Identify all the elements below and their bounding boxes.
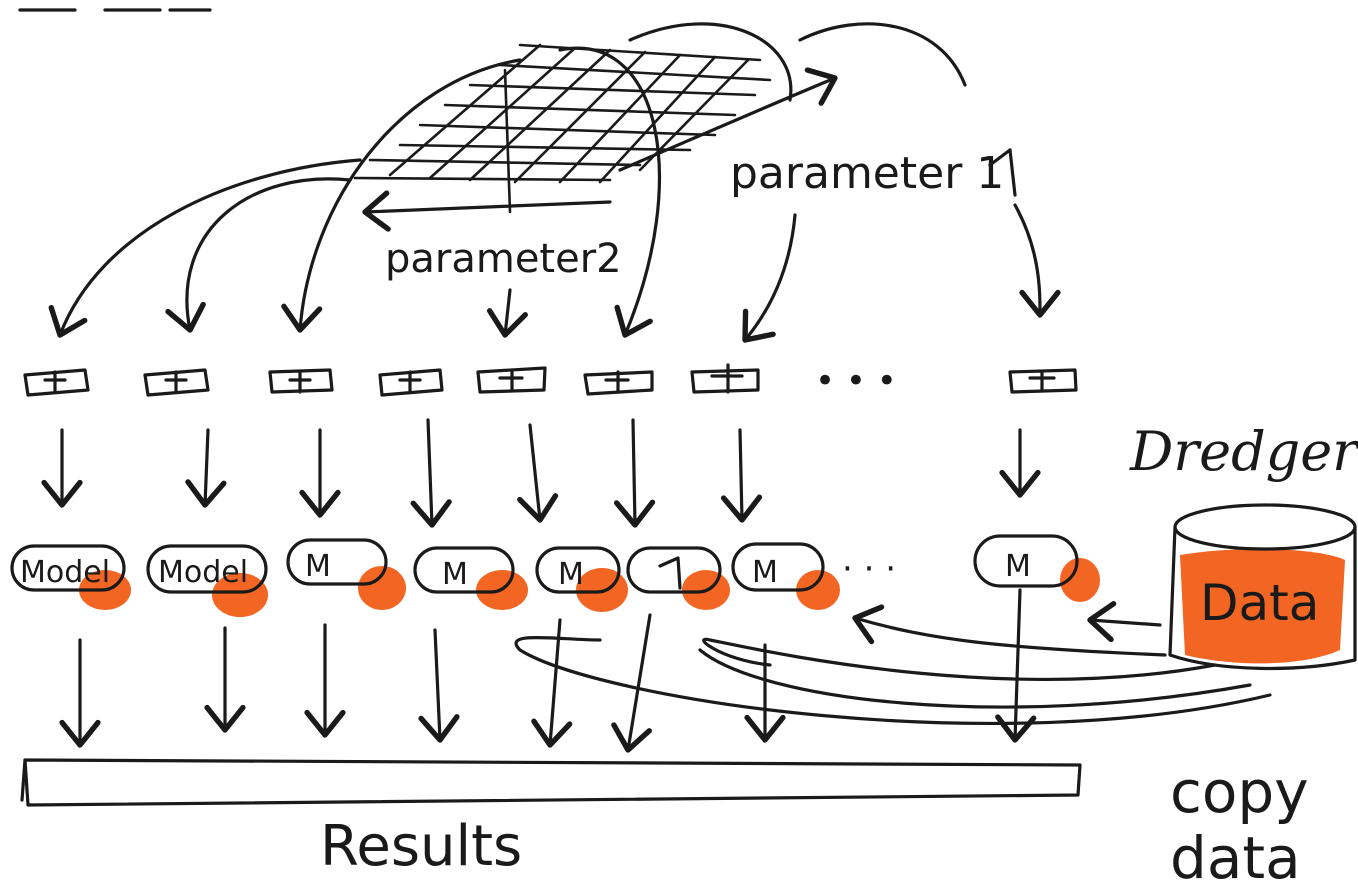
- svg-text:Data: Data: [1200, 574, 1319, 632]
- dredger-label: Dredger: [1129, 420, 1358, 483]
- svg-text:M: M: [1005, 549, 1031, 584]
- parameter-slot-2: [143, 368, 210, 397]
- model-box-2: Model: [146, 544, 268, 594]
- svg-text:M: M: [442, 557, 468, 592]
- copy-data-arrows: [514, 601, 1272, 726]
- svg-text:M: M: [752, 555, 778, 590]
- parameter1-axis-arrow: [618, 67, 838, 172]
- slots-ellipsis: • • •: [815, 361, 897, 401]
- parameter-slot-1: [23, 368, 90, 397]
- parameter-slot-4: [378, 368, 444, 397]
- model-box-5: M: [535, 546, 621, 594]
- parameter-slot-5: [476, 366, 547, 394]
- svg-text:M: M: [305, 549, 331, 584]
- results-bar: [20, 758, 1082, 807]
- svg-text:Model: Model: [158, 555, 248, 590]
- model-box-7: M: [731, 542, 825, 592]
- parameter-slots-row: [23, 363, 1078, 397]
- data-label-lower: data: [1170, 824, 1301, 887]
- model-box-6: [626, 546, 722, 594]
- results-label: Results: [320, 814, 522, 879]
- svg-text:Model: Model: [20, 555, 110, 590]
- parameter-slot-6: [583, 370, 654, 396]
- model-box-3: M: [286, 538, 388, 586]
- parameter-slot-3: [268, 368, 334, 394]
- model-row: Model Model M M M M M: [10, 534, 1079, 594]
- parameter-grid: [353, 43, 772, 214]
- model-box-4: M: [413, 546, 515, 594]
- svg-text:M: M: [558, 557, 584, 592]
- grid-to-slot-arrows: [48, 22, 1061, 343]
- data-store: Data: [1168, 503, 1357, 671]
- parameter-slot-n: [1008, 368, 1078, 394]
- model-box-1: Model: [10, 544, 126, 592]
- parameter2-label: parameter2: [385, 236, 622, 282]
- parameter2-axis-arrow: [362, 190, 612, 232]
- copy-label: copy: [1170, 758, 1309, 826]
- models-ellipsis: · · ·: [842, 549, 896, 589]
- parameter-slot-7: [690, 363, 760, 394]
- slot-to-model-arrows: [41, 418, 1041, 528]
- model-box-n: M: [973, 534, 1079, 588]
- parameter1-label: parameter 1: [730, 148, 1004, 199]
- model-to-results-arrows: [59, 588, 1037, 753]
